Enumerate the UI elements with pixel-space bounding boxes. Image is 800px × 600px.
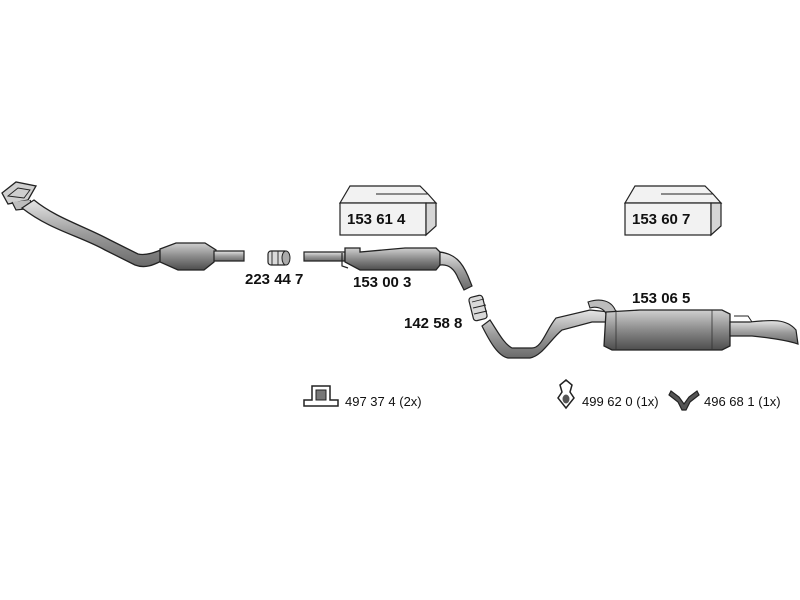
hanger-icon xyxy=(668,390,700,411)
hanger-part-number: 496 68 1 xyxy=(704,394,755,409)
hanger-quantity: (1x) xyxy=(758,394,781,409)
clamp-part-142588 xyxy=(468,294,488,322)
bracket-icon xyxy=(303,385,339,407)
rubber-mount-part-number: 499 62 0 xyxy=(582,394,633,409)
box-icon xyxy=(338,185,438,237)
rubber-mount-label: 499 62 0 (1x) xyxy=(582,394,659,409)
rubber-mount-icon xyxy=(557,379,575,410)
connector-clamp-part-number: 142 58 8 xyxy=(404,315,463,332)
tail-pipe xyxy=(729,319,799,345)
flange xyxy=(1,181,38,205)
catalytic-converter xyxy=(159,242,217,271)
rear-muffler xyxy=(603,309,731,351)
rear-pipe xyxy=(481,309,611,359)
flex-clamp-part-number: 223 44 7 xyxy=(245,271,304,288)
rear-silencer-part-153065 xyxy=(481,299,799,359)
kit-part-number: 153 60 7 xyxy=(632,211,691,228)
front-silencer-part-number: 153 00 3 xyxy=(353,274,412,291)
front-pipe-catalyst xyxy=(1,181,245,271)
kit-part-number: 153 61 4 xyxy=(347,211,406,228)
rear-silencer-part-number: 153 06 5 xyxy=(632,290,691,307)
bracket-label: 497 37 4 (2x) xyxy=(345,394,422,409)
clamp-part-223447 xyxy=(267,250,291,266)
box-icon xyxy=(623,185,723,237)
bracket-quantity: (2x) xyxy=(399,394,422,409)
rubber-mount-quantity: (1x) xyxy=(636,394,659,409)
front-pipe xyxy=(20,199,169,268)
front-silencer-part-153003 xyxy=(303,247,473,291)
bracket-part-number: 497 37 4 xyxy=(345,394,396,409)
hanger-label: 496 68 1 (1x) xyxy=(704,394,781,409)
